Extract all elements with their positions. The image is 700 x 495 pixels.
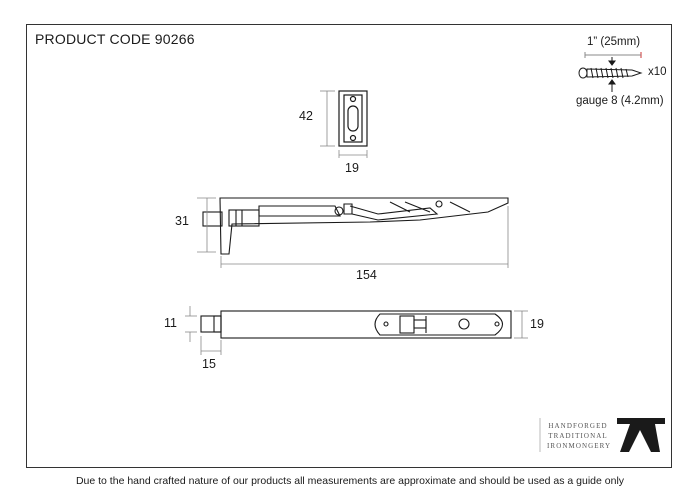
screw-icon (578, 52, 643, 92)
logo-line-2: TRADITIONAL (548, 432, 608, 440)
logo-wordmark: HANDFORGED TRADITIONAL IRONMONGERY (547, 421, 612, 451)
side-height-dimension: 31 (175, 214, 189, 228)
bolt-side-view (202, 197, 509, 255)
screw-length-label: 1” (25mm) (587, 36, 641, 48)
drawing-frame (26, 24, 672, 468)
top-dimensions (185, 306, 528, 355)
product-code-title: PRODUCT CODE 90266 (35, 31, 195, 47)
overall-length-dimension: 154 (356, 268, 377, 282)
keep-height-dimension: 42 (299, 109, 313, 123)
keep-width-dimension: 19 (345, 161, 359, 175)
screw-quantity-label: x10 (648, 66, 667, 78)
disclaimer-text: Due to the hand crafted nature of our pr… (75, 475, 625, 487)
screw-gauge-label: gauge 8 (4.2mm) (576, 95, 664, 107)
anvil-logo-icon (617, 418, 665, 452)
keep-plate (338, 90, 368, 147)
bolt-diameter-dimension: 11 (164, 316, 177, 330)
keep-dimensions (320, 90, 368, 158)
logo-line-3: IRONMONGERY (547, 442, 612, 450)
logo-line-1: HANDFORGED (548, 422, 608, 430)
side-dimensions (197, 197, 509, 268)
plate-width-dimension: 19 (530, 317, 544, 331)
bolt-projection-dimension: 15 (202, 357, 216, 371)
bolt-top-view (200, 310, 512, 339)
